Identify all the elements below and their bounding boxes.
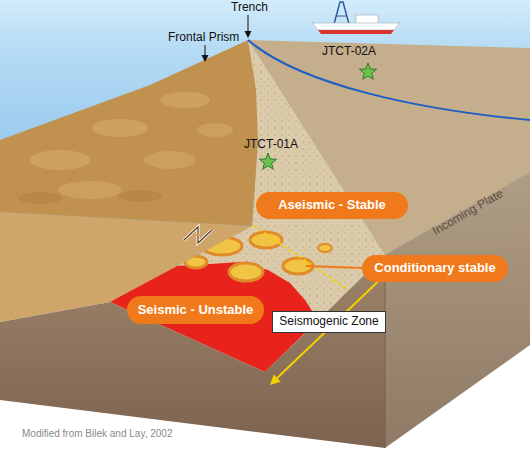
- callout-text: Aseismic - Stable: [278, 198, 386, 212]
- ship-hull-stripe: [318, 30, 394, 34]
- ship-derrick: [334, 2, 349, 24]
- pointer-arrow-head: [202, 55, 209, 62]
- slip-arrow: [198, 230, 212, 243]
- prism-ridge: [144, 151, 196, 169]
- pointer-arrow: [248, 15, 249, 32]
- drill-site-star: [259, 153, 276, 169]
- prism-ridge: [160, 92, 210, 108]
- updip-limit-line: [254, 226, 349, 290]
- prism-surface: [0, 40, 258, 226]
- ship-superstructure: [356, 15, 378, 24]
- prism-ridge: [92, 119, 148, 137]
- incoming-plate-face: [385, 172, 530, 448]
- drill-site-star: [359, 63, 376, 79]
- place-label: JTCT-02A: [322, 44, 376, 58]
- callout-text-group: Seismogenic Zone: [279, 315, 378, 328]
- callout-text: Seismic - Unstable: [138, 303, 254, 317]
- zone-callout: Conditionary stable: [362, 255, 508, 282]
- zone-callout: Aseismic - Stable: [256, 192, 408, 219]
- conditional-patch: [318, 244, 332, 252]
- place-label: Trench: [231, 0, 268, 14]
- slip-arrow: [184, 227, 198, 240]
- pointer-arrow: [205, 45, 206, 56]
- zone-callout: Seismic - Unstable: [127, 296, 264, 324]
- ship-derrick: [336, 16, 347, 17]
- prism-ridge: [58, 181, 122, 199]
- slip-arrow: [198, 230, 212, 243]
- extent-label-box: Seismogenic Zone: [272, 311, 386, 333]
- prism-ridge: [30, 150, 90, 170]
- block-edge: [385, 255, 386, 448]
- prism-ridge: [118, 190, 162, 202]
- conditional-patch: [229, 263, 263, 281]
- callout-text-group: Seismic - Unstable: [138, 303, 254, 317]
- prism-ridge: [18, 192, 62, 204]
- source-caption: Modified from Bilek and Lay, 2002: [22, 428, 172, 439]
- slab-front-face: [0, 255, 385, 448]
- trench-line: [248, 40, 530, 120]
- callout-text-group: Aseismic - Stable: [278, 198, 386, 212]
- pointer-arrow-head: [245, 31, 252, 38]
- callout-text: Conditionary stable: [374, 261, 495, 275]
- slip-arrow: [184, 227, 198, 240]
- ship-hull: [312, 23, 400, 30]
- prism-ridge: [197, 123, 233, 137]
- seismogenic-extent-arrow-head: [270, 375, 281, 386]
- place-label: Frontal Prism: [168, 30, 239, 44]
- place-label: JTCT-01A: [244, 137, 298, 151]
- callout-text-group: Conditionary stable: [374, 261, 495, 275]
- leader-line: [306, 266, 364, 268]
- callout-text: Seismogenic Zone: [279, 315, 378, 328]
- seismogenic-extent-arrow: [274, 272, 388, 381]
